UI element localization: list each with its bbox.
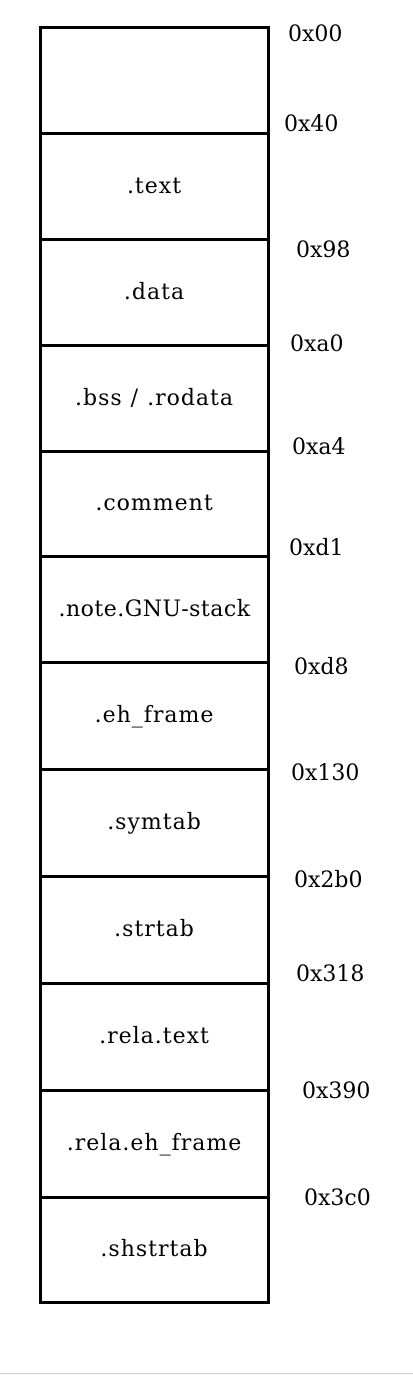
section-box-eh-frame: .eh_frame — [39, 661, 270, 771]
section-label: .symtab — [107, 810, 202, 835]
section-label: .text — [126, 173, 183, 199]
offset-label: 0x2b0 — [294, 868, 363, 893]
section-label: .rela.eh_frame — [66, 1131, 243, 1156]
section-label: .strtab — [114, 917, 195, 942]
offset-label: 0x390 — [302, 1079, 371, 1104]
bottom-divider — [0, 1373, 413, 1374]
section-box-text: .text — [39, 132, 270, 241]
offset-label: 0xd8 — [294, 655, 349, 680]
section-box-strtab: .strtab — [39, 875, 270, 985]
section-label: .shstrtab — [100, 1237, 209, 1262]
section-label: .rela.text — [99, 1024, 210, 1049]
offset-label: 0x98 — [296, 238, 351, 263]
section-box-symtab: .symtab — [39, 768, 270, 878]
offset-label: 0x130 — [291, 761, 360, 786]
section-box-rela-eh-frame: .rela.eh_frame — [39, 1089, 270, 1199]
offset-label: 0x318 — [296, 962, 365, 987]
section-label: .bss / .rodata — [75, 385, 234, 411]
offset-label: 0xa4 — [292, 435, 346, 460]
offset-label: 0xa0 — [290, 332, 344, 357]
section-box-data: .data — [39, 238, 270, 347]
section-box-note-gnu-stack: .note.GNU-stack — [39, 555, 270, 664]
section-box-shstrtab: .shstrtab — [39, 1196, 270, 1304]
section-box-comment: .comment — [39, 450, 270, 558]
section-label: .note.GNU-stack — [58, 596, 251, 622]
offset-label: 0xd1 — [289, 536, 344, 561]
section-box-bss-rodata: .bss / .rodata — [39, 344, 270, 453]
section-label: .comment — [95, 491, 214, 516]
offset-label: 0x40 — [284, 112, 339, 137]
offset-label: 0x00 — [288, 22, 343, 47]
section-label: .eh_frame — [94, 703, 215, 728]
section-label: .data — [123, 279, 186, 305]
section-box-rela-text: .rela.text — [39, 982, 270, 1092]
section-box-header — [39, 26, 270, 135]
offset-label: 0x3c0 — [304, 1186, 371, 1211]
